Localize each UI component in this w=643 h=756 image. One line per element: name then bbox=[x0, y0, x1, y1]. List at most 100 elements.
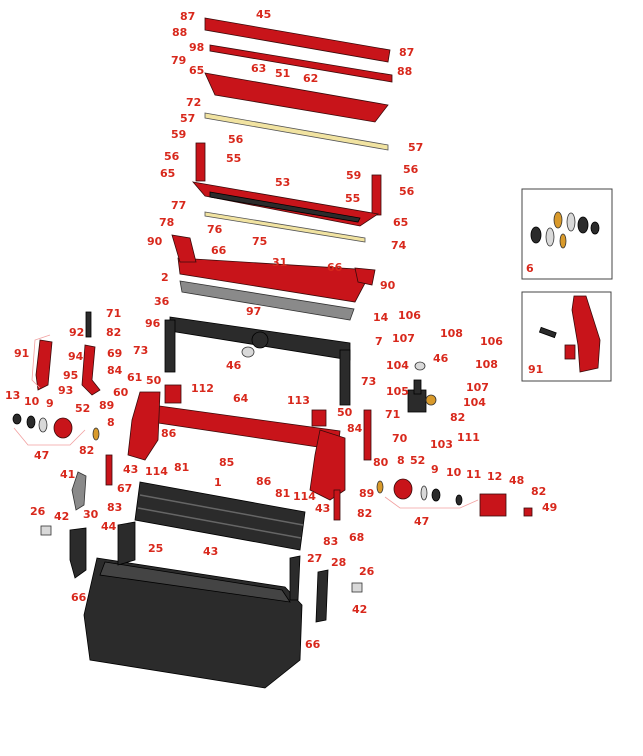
part-11-nut bbox=[455, 494, 463, 506]
callout-78: 78 bbox=[159, 216, 174, 229]
callout-27: 27 bbox=[307, 552, 322, 565]
callout-71: 71 bbox=[106, 307, 121, 320]
callout-36: 36 bbox=[154, 295, 170, 308]
callout-66: 66 bbox=[327, 261, 343, 274]
callout-82: 82 bbox=[531, 485, 546, 498]
callout-46: 46 bbox=[433, 352, 449, 365]
inset-label-6: 6 bbox=[526, 262, 534, 275]
callout-97: 97 bbox=[246, 305, 261, 318]
callout-87: 87 bbox=[399, 46, 414, 59]
part-26-plug-right bbox=[351, 582, 363, 593]
callout-62: 62 bbox=[303, 72, 318, 85]
part-frame-hub bbox=[251, 331, 269, 349]
inset-box-6 bbox=[521, 188, 613, 280]
inset-label-91: 91 bbox=[528, 363, 543, 376]
callout-87: 87 bbox=[180, 10, 195, 23]
callout-64: 64 bbox=[233, 392, 249, 405]
inset-box-91 bbox=[521, 291, 612, 382]
part-8-seal-right bbox=[376, 480, 384, 494]
part-left-skid bbox=[117, 521, 136, 566]
callout-83: 83 bbox=[323, 535, 338, 548]
part-31-bedbar bbox=[177, 257, 373, 303]
callout-88: 88 bbox=[172, 26, 187, 39]
callout-72: 72 bbox=[186, 96, 201, 109]
part-13-bolt bbox=[12, 413, 22, 425]
part-52-housing-right bbox=[393, 478, 413, 500]
callout-55: 55 bbox=[345, 192, 360, 205]
callout-43: 43 bbox=[123, 463, 138, 476]
callout-57: 57 bbox=[180, 112, 195, 125]
part-8-seal bbox=[92, 427, 100, 441]
callout-88: 88 bbox=[397, 65, 412, 78]
callout-44: 44 bbox=[101, 520, 117, 533]
part-71-bolt bbox=[85, 311, 92, 338]
callout-73: 73 bbox=[361, 375, 376, 388]
callout-65: 65 bbox=[189, 64, 204, 77]
callout-11: 11 bbox=[466, 468, 481, 481]
callout-108: 108 bbox=[440, 327, 463, 340]
callout-65: 65 bbox=[393, 216, 408, 229]
callout-14: 14 bbox=[373, 311, 389, 324]
part-9-ring bbox=[38, 417, 48, 433]
part-46-bushing-right bbox=[414, 361, 426, 371]
part-52-housing bbox=[53, 417, 73, 439]
part-98-strip bbox=[209, 44, 393, 83]
callout-56: 56 bbox=[399, 185, 415, 198]
callout-107: 107 bbox=[466, 381, 489, 394]
callout-50: 50 bbox=[146, 374, 162, 387]
leader-47-left bbox=[13, 427, 86, 446]
callout-56: 56 bbox=[403, 163, 419, 176]
callout-84: 84 bbox=[107, 364, 123, 377]
callout-71: 71 bbox=[385, 408, 400, 421]
callout-107: 107 bbox=[392, 332, 415, 345]
callout-67: 67 bbox=[117, 482, 132, 495]
part-105-shaft bbox=[413, 379, 422, 395]
part-113-spring bbox=[311, 409, 327, 427]
part-36-left-leg bbox=[164, 319, 176, 373]
callout-46: 46 bbox=[226, 359, 242, 372]
callout-57: 57 bbox=[408, 141, 423, 154]
callout-43: 43 bbox=[315, 502, 330, 515]
part-25-housing-top bbox=[99, 561, 291, 603]
callout-53: 53 bbox=[275, 176, 290, 189]
inset-boxes: 6 91 bbox=[521, 188, 613, 382]
callout-98: 98 bbox=[189, 41, 204, 54]
callout-111: 111 bbox=[457, 431, 480, 444]
part-55-right-plate bbox=[371, 174, 382, 216]
callout-114: 114 bbox=[293, 490, 316, 503]
callout-48: 48 bbox=[509, 474, 524, 487]
callout-66: 66 bbox=[71, 591, 87, 604]
callout-90: 90 bbox=[380, 279, 396, 292]
part-46-bushing bbox=[241, 346, 255, 358]
part-31-right-bracket bbox=[354, 267, 376, 286]
part-104-washer bbox=[425, 394, 437, 406]
part-62-shield bbox=[204, 72, 389, 123]
callout-50: 50 bbox=[337, 406, 353, 419]
callout-70: 70 bbox=[392, 432, 408, 445]
callout-104: 104 bbox=[463, 396, 486, 409]
part-67-arm bbox=[105, 454, 113, 486]
callout-83: 83 bbox=[107, 501, 122, 514]
callout-86: 86 bbox=[256, 475, 272, 488]
inset-6-bearing-kit bbox=[530, 211, 600, 249]
callout-56: 56 bbox=[164, 150, 180, 163]
part-70-arm bbox=[363, 409, 372, 461]
callout-94: 94 bbox=[68, 350, 84, 363]
callout-106: 106 bbox=[480, 335, 503, 348]
callout-2: 2 bbox=[161, 271, 169, 284]
callout-75: 75 bbox=[252, 235, 267, 248]
callout-113: 113 bbox=[287, 394, 310, 407]
part-1-reel bbox=[134, 481, 306, 551]
callout-59: 59 bbox=[346, 169, 361, 182]
callout-114: 114 bbox=[145, 465, 168, 478]
callout-77: 77 bbox=[171, 199, 186, 212]
part-2-bedknife bbox=[179, 280, 355, 321]
callout-68: 68 bbox=[349, 531, 364, 544]
callout-108: 108 bbox=[475, 358, 498, 371]
callout-41: 41 bbox=[60, 468, 75, 481]
callout-104: 104 bbox=[386, 359, 409, 372]
part-44-skid bbox=[69, 527, 87, 579]
callout-52: 52 bbox=[410, 454, 425, 467]
